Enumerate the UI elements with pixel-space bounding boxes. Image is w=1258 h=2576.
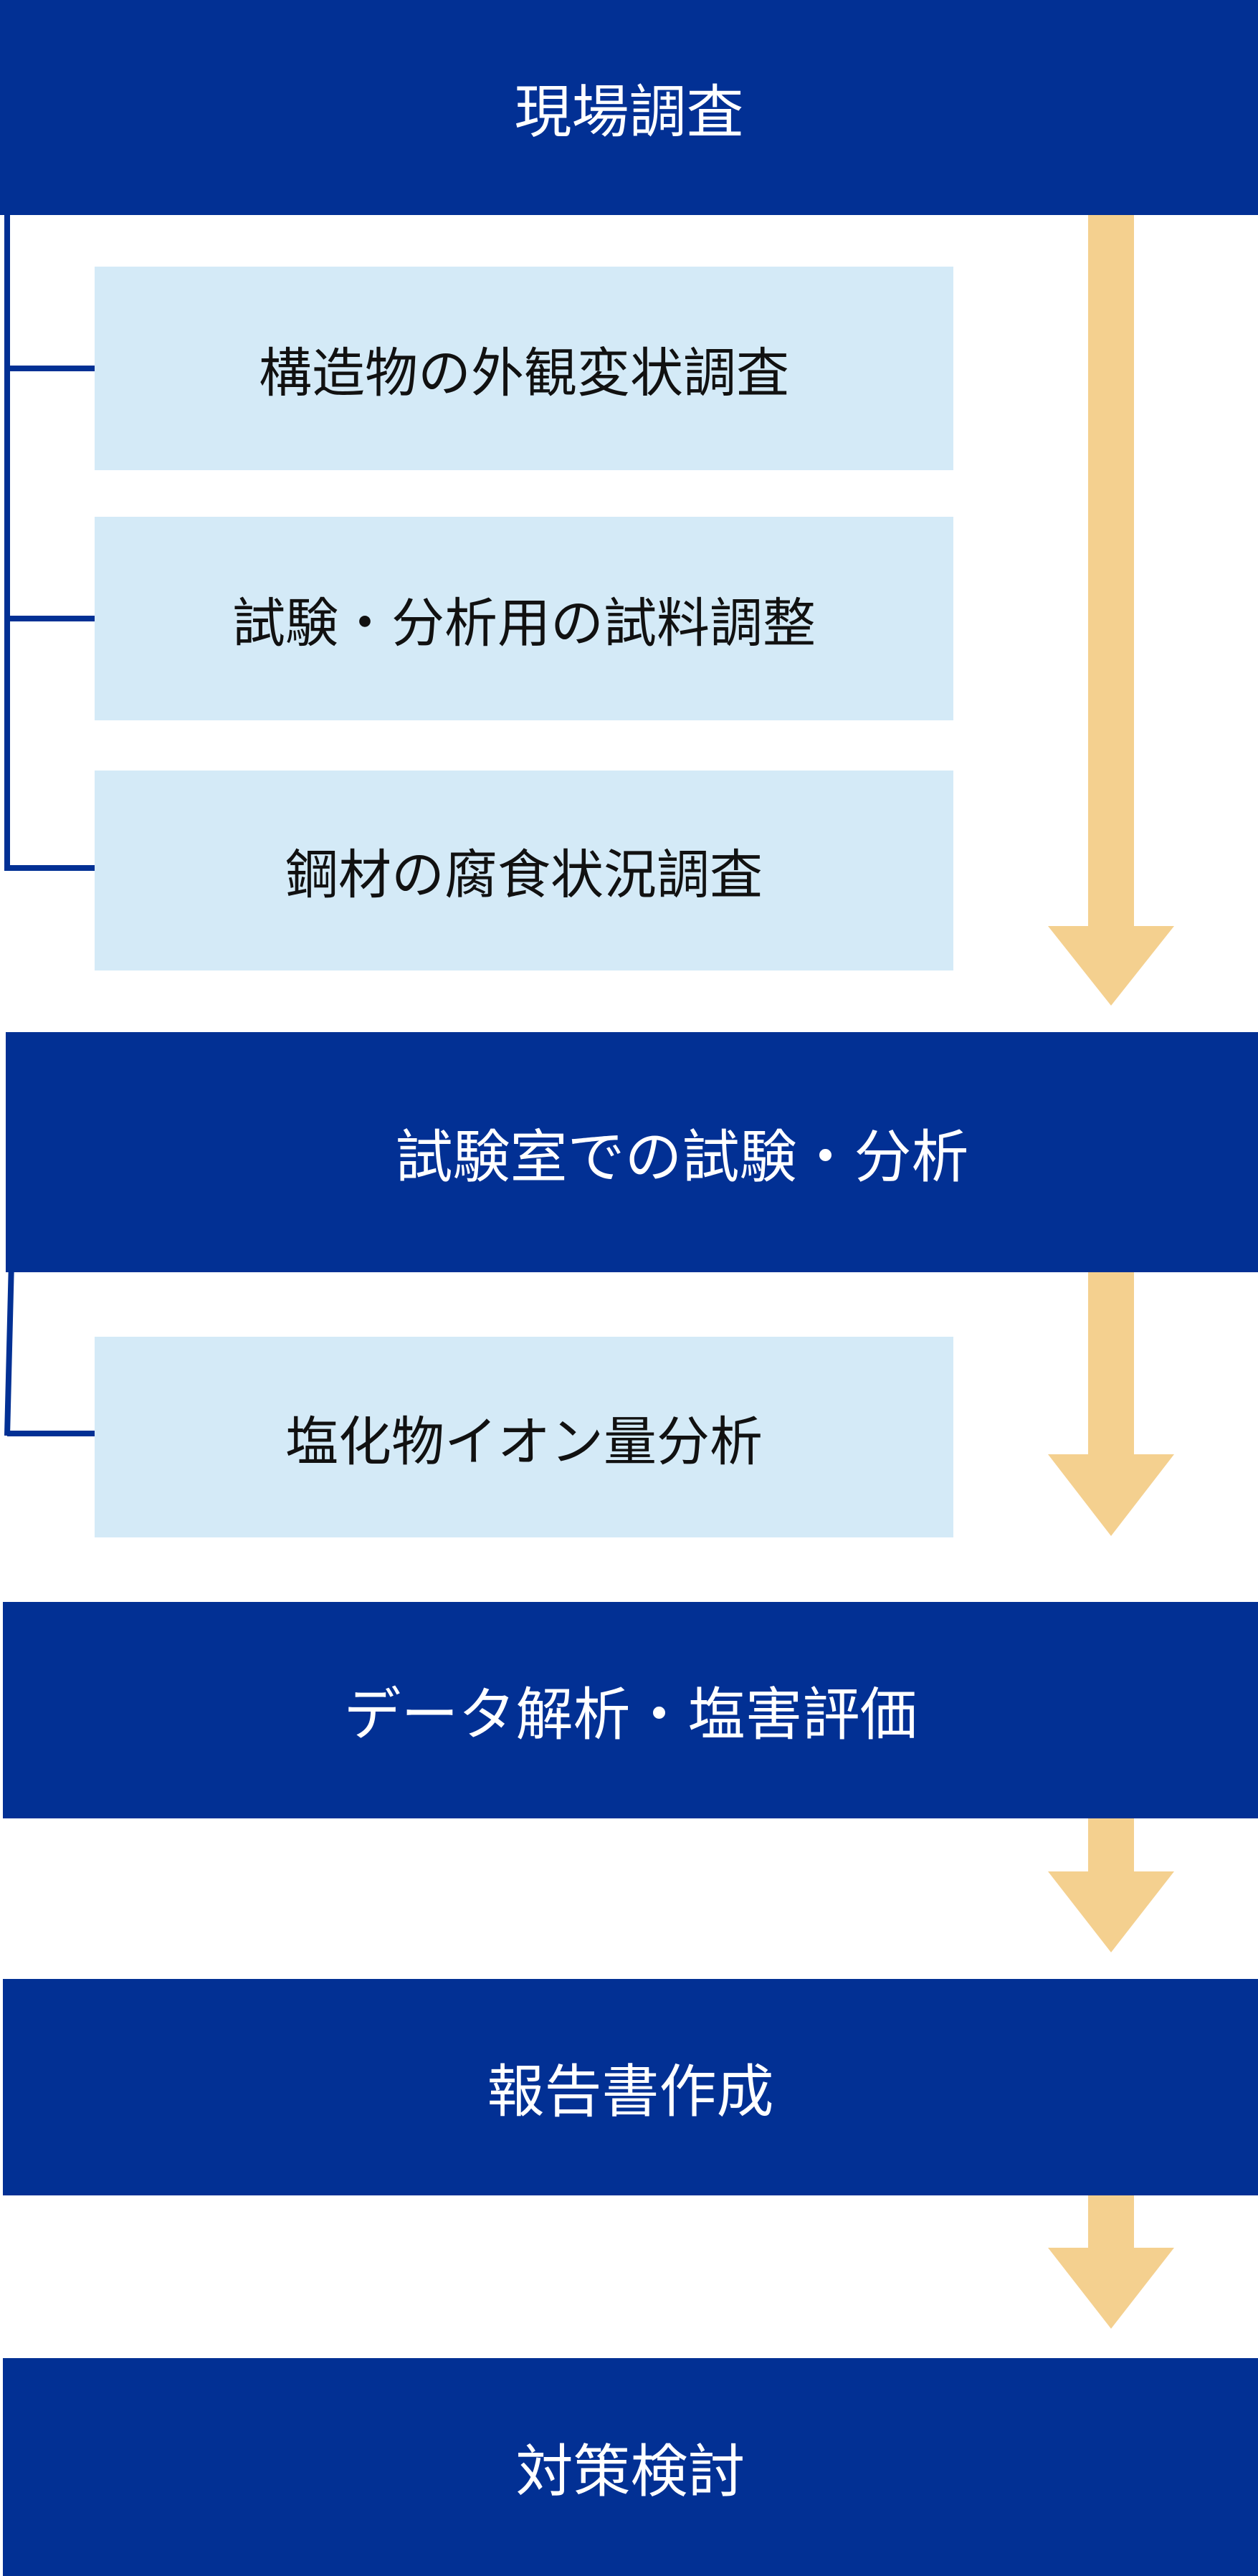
sub-label: 試験・分析用の試料調整 [232, 592, 816, 654]
step-countermeasures-label: 対策検討 [515, 2438, 745, 2505]
flow-arrow-1 [1048, 215, 1174, 1006]
step2-connector [4, 1261, 95, 1436]
step-countermeasures: 対策検討 [3, 2358, 1258, 2576]
flow-arrow-4 [1048, 2194, 1174, 2329]
step-lab-testing-label: 試験室での試験・分析 [395, 1123, 969, 1191]
step-report-label: 報告書作成 [487, 2059, 774, 2125]
sub-exterior-deformation-survey: 構造物の外観変状調査 [95, 267, 953, 470]
sub-label: 塩化物イオン量分析 [285, 1411, 763, 1473]
step-data-analysis-label: データ解析・塩害評価 [343, 1681, 918, 1748]
sub-steel-corrosion-survey: 鋼材の腐食状況調査 [95, 771, 953, 970]
step-lab-testing: 試験室での試験・分析 [6, 1032, 1258, 1272]
flow-arrow-2 [1048, 1270, 1174, 1536]
flow-arrow-3 [1048, 1817, 1174, 1952]
step-report: 報告書作成 [3, 1979, 1258, 2195]
step-site-survey: 現場調査 [0, 0, 1258, 215]
sub-label: 鋼材の腐食状況調査 [285, 844, 763, 906]
step-site-survey-label: 現場調査 [514, 79, 744, 146]
step1-connector [4, 208, 95, 871]
sub-label: 構造物の外観変状調査 [259, 342, 789, 404]
sub-sample-preparation: 試験・分析用の試料調整 [95, 517, 953, 720]
step-data-analysis: データ解析・塩害評価 [3, 1602, 1258, 1818]
sub-chloride-analysis: 塩化物イオン量分析 [95, 1337, 953, 1537]
